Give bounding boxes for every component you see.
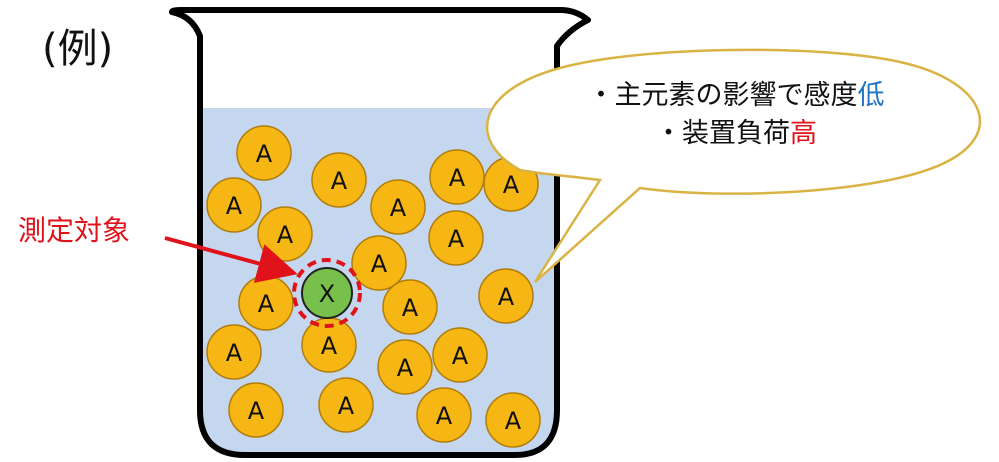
particle-a-label: A <box>390 194 407 222</box>
example-heading: (例) <box>42 26 113 72</box>
callout-line-1: ・主元素の影響で感度低 <box>588 80 885 111</box>
callout-line-1-highlight: 低 <box>858 80 885 111</box>
particle-a-label: A <box>402 294 419 322</box>
particle-a-label: A <box>397 354 414 382</box>
particle-a <box>236 125 292 181</box>
particle-a <box>206 177 262 233</box>
particle-a-label: A <box>258 290 275 318</box>
particle-a <box>416 387 472 443</box>
particle-a-label: A <box>505 407 522 435</box>
callout-line-2-text: ・装置負荷 <box>655 118 790 149</box>
particle-a-label: A <box>436 402 453 430</box>
particle-a <box>206 324 262 380</box>
particle-a <box>351 235 407 291</box>
particle-a-label: A <box>321 332 338 360</box>
particle-a <box>370 179 426 235</box>
particle-a-label: A <box>256 140 273 168</box>
particle-a <box>228 382 284 438</box>
particle-a <box>382 279 438 335</box>
particle-a-label: A <box>338 392 355 420</box>
callout-line-2-highlight: 高 <box>790 118 817 149</box>
particle-a <box>318 377 374 433</box>
target-label: 測定対象 <box>18 214 130 247</box>
particle-a-label: A <box>331 167 348 195</box>
particle-a-label: A <box>226 192 243 220</box>
beaker-outline <box>169 7 591 458</box>
particle-a-label: A <box>277 221 294 249</box>
callout-line-2: ・装置負荷高 <box>655 118 817 149</box>
target-particle-label: X <box>319 280 335 308</box>
particle-a-label: A <box>371 250 388 278</box>
callout-line-1-text: ・主元素の影響で感度 <box>588 80 858 111</box>
particle-a-label: A <box>226 339 243 367</box>
target-arrow <box>164 236 298 283</box>
particle-a <box>478 268 534 324</box>
target-particle <box>301 267 353 319</box>
target-highlight-ring <box>292 258 362 328</box>
particle-a-label: A <box>452 342 469 370</box>
particle-a-label: A <box>248 397 265 425</box>
speech-callout <box>485 48 982 283</box>
particle-a-label: A <box>448 225 465 253</box>
particle-a-label: A <box>449 164 466 192</box>
particle-a <box>428 210 484 266</box>
particle-a <box>485 392 541 448</box>
particle-a-label: A <box>503 171 520 199</box>
particle-a-label: A <box>498 283 515 311</box>
particle-a <box>311 152 367 208</box>
particle-a <box>377 339 433 395</box>
particle-a <box>429 149 485 205</box>
particle-a <box>432 327 488 383</box>
